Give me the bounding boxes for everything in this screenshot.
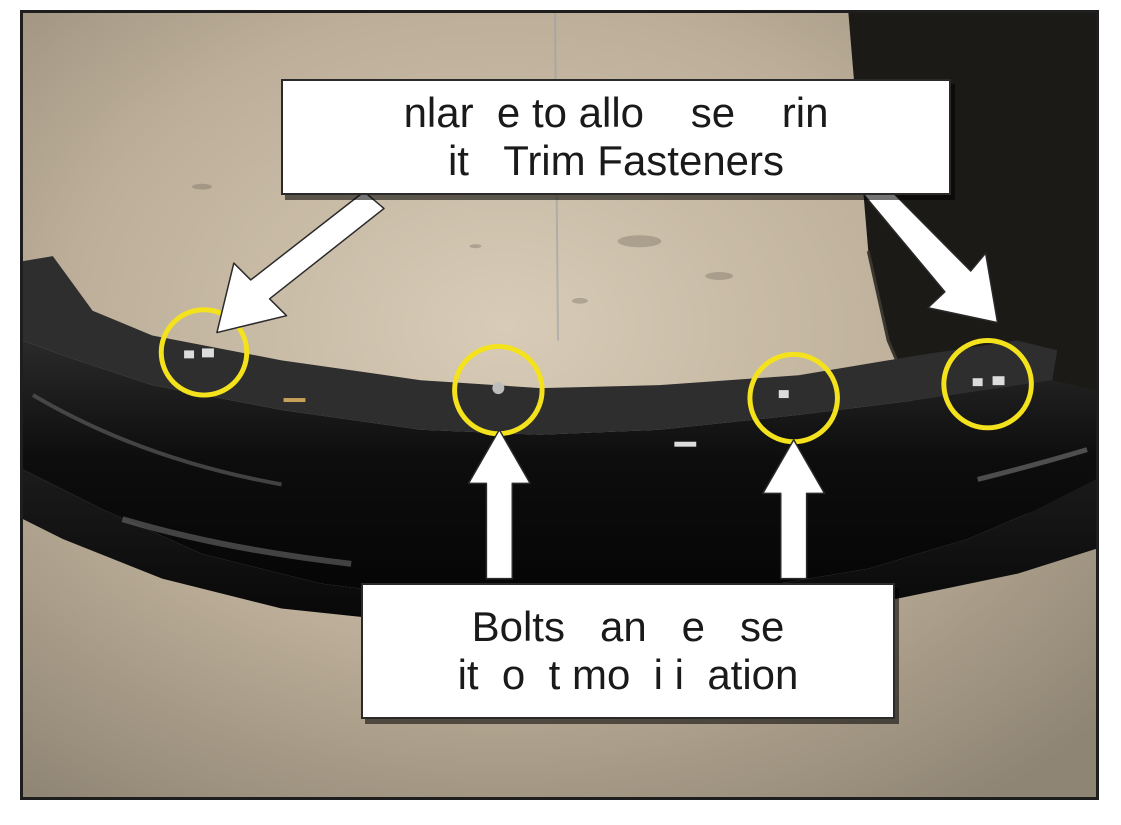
photo-frame: nlar e to allo se rin it Trim Fasteners … — [20, 10, 1099, 800]
callout-bottom-line-2: it o t mo i i ation — [457, 651, 799, 698]
callout-bottom-line-1: Bolts an e se — [471, 602, 785, 650]
bumper-label — [283, 398, 306, 403]
bumper-reflection — [31, 393, 282, 487]
bumper-upper-edge — [23, 256, 1058, 435]
callout-top-line-1: nlar e to allo se rin — [403, 88, 829, 136]
callout-top-line-2: it Trim Fasteners — [447, 137, 785, 184]
bumper-reflection-3 — [977, 447, 1088, 482]
callout-bolts: Bolts an e se it o t mo i i ation — [361, 583, 895, 719]
mounting-tabs — [184, 348, 1005, 447]
bumper-reflection-2 — [121, 516, 352, 567]
pointer-arrow — [216, 177, 999, 580]
floor-stains — [192, 183, 734, 304]
callout-enlarge-holes: nlar e to allo se rin it Trim Fasteners — [281, 79, 951, 195]
bumper-body — [23, 340, 1096, 604]
